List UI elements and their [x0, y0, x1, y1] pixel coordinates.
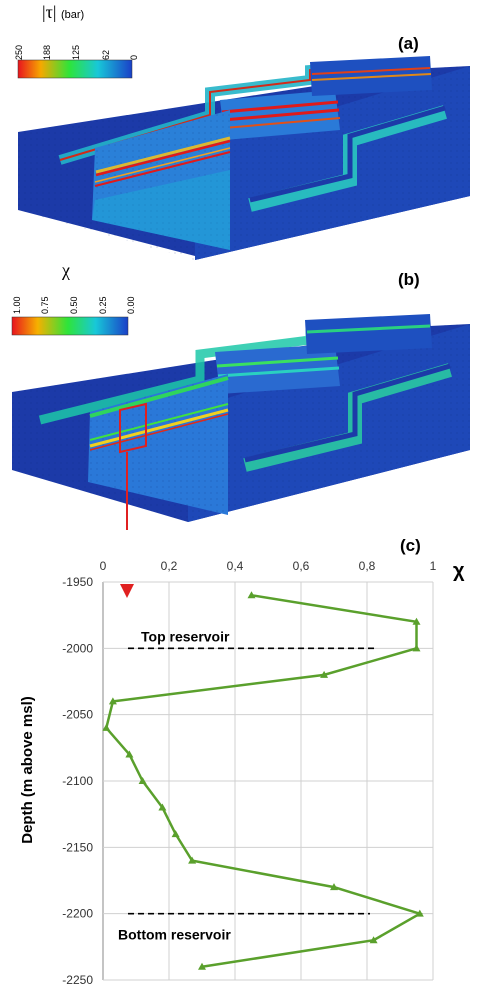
data-point — [247, 591, 256, 599]
data-point — [369, 936, 378, 944]
y-tick-label: -2050 — [62, 708, 93, 722]
chart-series — [102, 591, 424, 970]
y-axis-label: Depth (m above msl) — [19, 696, 36, 844]
tau-symbol: |τ| — [42, 2, 57, 22]
data-point — [412, 644, 421, 652]
panel-b-label: (b) — [398, 270, 420, 289]
y-tick-label: -2250 — [62, 973, 93, 987]
y-tick-label: -2200 — [62, 907, 93, 921]
x-tick-label: 0,4 — [227, 559, 244, 573]
tau-unit: (bar) — [60, 9, 85, 21]
x-tick-label: 0 — [100, 559, 107, 573]
y-tick-label: -2100 — [62, 774, 93, 788]
data-point — [158, 803, 167, 811]
panel-b-colorbar-title: χ — [62, 260, 70, 280]
reservoir-label: Top reservoir — [141, 628, 230, 644]
data-point — [102, 723, 111, 731]
panel-c-label: (c) — [400, 536, 421, 555]
sample-location-box — [119, 402, 147, 454]
panel-a-model-render — [17, 56, 470, 260]
x-tick-label: 0,2 — [161, 559, 178, 573]
data-point — [330, 883, 338, 891]
data-point — [138, 777, 147, 784]
reservoir-label: Bottom reservoir — [118, 927, 231, 943]
data-point — [412, 617, 421, 625]
mid-block-b — [215, 344, 340, 394]
sample-arrow-head — [120, 584, 134, 598]
data-point — [188, 856, 197, 864]
panel-a-colorbar-title: |τ| (bar) — [42, 2, 84, 23]
x-tick-label: 0,8 — [359, 559, 376, 573]
panel-b-model-render — [11, 314, 470, 530]
y-tick-label: -2150 — [62, 840, 93, 854]
x-tick-label: 0,6 — [293, 559, 310, 573]
data-point — [171, 830, 180, 838]
x-tick-label: 1 — [430, 559, 437, 573]
y-tick-label: -1950 — [62, 575, 93, 589]
chart-tick-labels: 0 0,2 0,4 0,6 0,8 1 -1950 -2000 -2050 -2100 -2150 -… — [62, 559, 436, 987]
x-axis-label: χ — [453, 560, 465, 582]
colorbar-a — [17, 59, 133, 79]
y-tick-label: -2000 — [62, 641, 93, 655]
data-point — [320, 670, 329, 678]
panel-a-label: (a) — [398, 34, 419, 53]
colorbar-b — [11, 316, 129, 336]
data-point — [415, 909, 424, 917]
data-point — [198, 962, 206, 970]
data-point — [108, 697, 117, 705]
data-point — [125, 750, 134, 758]
